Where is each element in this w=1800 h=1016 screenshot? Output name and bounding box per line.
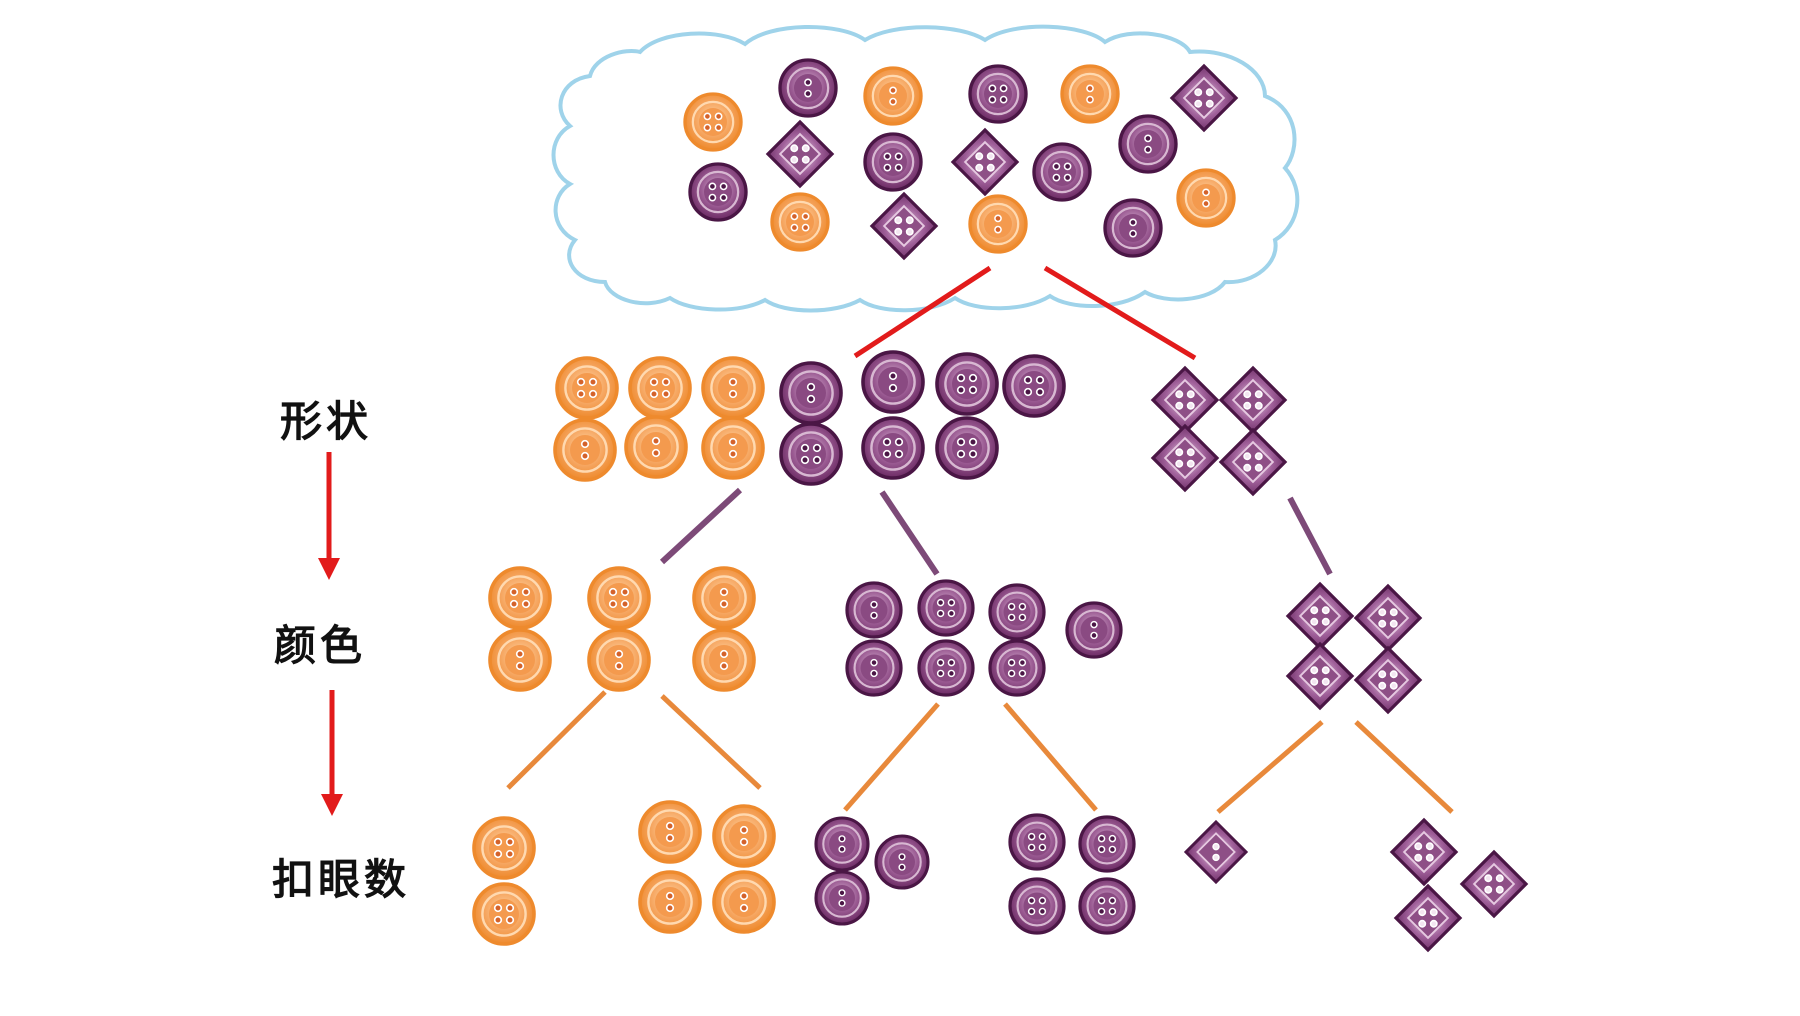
connector-round-to-purple [879, 490, 940, 576]
purple-diamond-button-4-holes-icon [1353, 583, 1423, 653]
orange-round-button-2-holes-icon [638, 870, 702, 934]
level-label-color: 颜色 [274, 621, 367, 670]
purple-round-button-4-holes-icon [988, 583, 1046, 641]
orange-round-button-4-holes-icon [472, 816, 536, 880]
purple-diamond-button-4-holes-icon [950, 127, 1020, 197]
orange-round-button-4-holes-icon [587, 566, 651, 630]
purple-round-button-2-holes-icon [1103, 198, 1163, 258]
purple-diamond-button-4-holes-icon [1393, 883, 1463, 953]
purple-round-button-4-holes-icon [1078, 877, 1136, 935]
orange-round-button-2-holes-icon [712, 804, 776, 868]
orange-round-button-2-holes-icon [692, 566, 756, 630]
purple-round-button-4-holes-icon [1002, 354, 1066, 418]
orange-round-button-4-holes-icon [472, 882, 536, 946]
purple-round-button-2-holes-icon [814, 816, 870, 872]
purple-diamond-button-4-holes-icon [1169, 63, 1239, 133]
purple-round-button-4-holes-icon [1032, 142, 1092, 202]
level-label-shape: 形状 [280, 397, 373, 446]
purple-diamond-button-4-holes-icon [765, 119, 835, 189]
orange-round-button-2-holes-icon [1060, 64, 1120, 124]
purple-round-button-2-holes-icon [814, 870, 870, 926]
orange-round-button-2-holes-icon [701, 416, 765, 480]
purple-round-button-4-holes-icon [861, 416, 925, 480]
connector-lines [506, 265, 1454, 814]
connector-pool-to-round [853, 265, 992, 359]
orange-round-button-2-holes-icon [712, 870, 776, 934]
purple-round-button-4-holes-icon [935, 352, 999, 416]
orange-round-button-2-holes-icon [488, 628, 552, 692]
connector-diamond-to-4holes [1354, 720, 1454, 814]
connector-orange-to-2holes [660, 694, 762, 790]
purple-diamond-button-2-holes-icon [1183, 819, 1249, 885]
orange-round-button-2-holes-icon [968, 194, 1028, 254]
arrow-down-icon [321, 690, 343, 816]
level-label-holes: 扣眼数 [272, 855, 411, 904]
purple-round-button-4-holes-icon [917, 579, 975, 637]
purple-round-button-4-holes-icon [935, 416, 999, 480]
orange-round-button-2-holes-icon [1176, 168, 1236, 228]
purple-diamond-button-4-holes-icon [1218, 427, 1288, 497]
connector-orange-to-4holes [506, 690, 607, 790]
purple-diamond-button-4-holes-icon [1285, 581, 1355, 651]
purple-diamond-button-4-holes-icon [1285, 641, 1355, 711]
purple-round-button-4-holes-icon [988, 639, 1046, 697]
orange-round-button-2-holes-icon [701, 356, 765, 420]
orange-round-button-2-holes-icon [553, 418, 617, 482]
buttons-layer [472, 58, 1529, 953]
purple-round-button-2-holes-icon [845, 581, 903, 639]
purple-round-button-2-holes-icon [1118, 114, 1178, 174]
purple-round-button-2-holes-icon [845, 639, 903, 697]
purple-diamond-button-4-holes-icon [1150, 423, 1220, 493]
orange-round-button-4-holes-icon [555, 356, 619, 420]
purple-round-button-4-holes-icon [917, 639, 975, 697]
orange-round-button-4-holes-icon [770, 192, 830, 252]
orange-round-button-2-holes-icon [863, 66, 923, 126]
purple-round-button-2-holes-icon [779, 361, 843, 425]
purple-diamond-button-4-holes-icon [1150, 365, 1220, 435]
purple-diamond-button-4-holes-icon [1389, 817, 1459, 887]
purple-round-button-4-holes-icon [1008, 877, 1066, 935]
purple-round-button-4-holes-icon [1078, 815, 1136, 873]
purple-round-button-4-holes-icon [1008, 813, 1066, 871]
connector-purple-to-4holes [1003, 702, 1098, 812]
purple-round-button-4-holes-icon [968, 64, 1028, 124]
orange-round-button-4-holes-icon [683, 92, 743, 152]
orange-round-button-2-holes-icon [624, 415, 688, 479]
connector-round-to-orange [659, 487, 743, 565]
orange-round-button-4-holes-icon [488, 566, 552, 630]
purple-round-button-4-holes-icon [863, 132, 923, 192]
purple-diamond-button-4-holes-icon [1353, 645, 1423, 715]
purple-round-button-4-holes-icon [688, 162, 748, 222]
connector-diamond-to-purple-diamond [1287, 496, 1333, 576]
orange-round-button-2-holes-icon [692, 628, 756, 692]
purple-round-button-2-holes-icon [874, 834, 930, 890]
purple-round-button-2-holes-icon [861, 350, 925, 414]
arrow-down-icon [318, 452, 340, 580]
cloud-outline [551, 24, 1300, 313]
purple-diamond-button-4-holes-icon [1459, 849, 1529, 919]
connector-purple-to-2holes [843, 702, 940, 812]
purple-diamond-button-4-holes-icon [869, 191, 939, 261]
purple-round-button-4-holes-icon [779, 422, 843, 486]
button-pool-cloud [551, 24, 1300, 313]
orange-round-button-4-holes-icon [628, 356, 692, 420]
purple-diamond-button-4-holes-icon [1218, 365, 1288, 435]
orange-round-button-2-holes-icon [587, 628, 651, 692]
purple-round-button-2-holes-icon [778, 58, 838, 118]
purple-round-button-2-holes-icon [1065, 601, 1123, 659]
connector-pool-to-diamond [1043, 265, 1197, 361]
orange-round-button-2-holes-icon [638, 800, 702, 864]
connector-diamond-to-2holes [1216, 720, 1324, 814]
